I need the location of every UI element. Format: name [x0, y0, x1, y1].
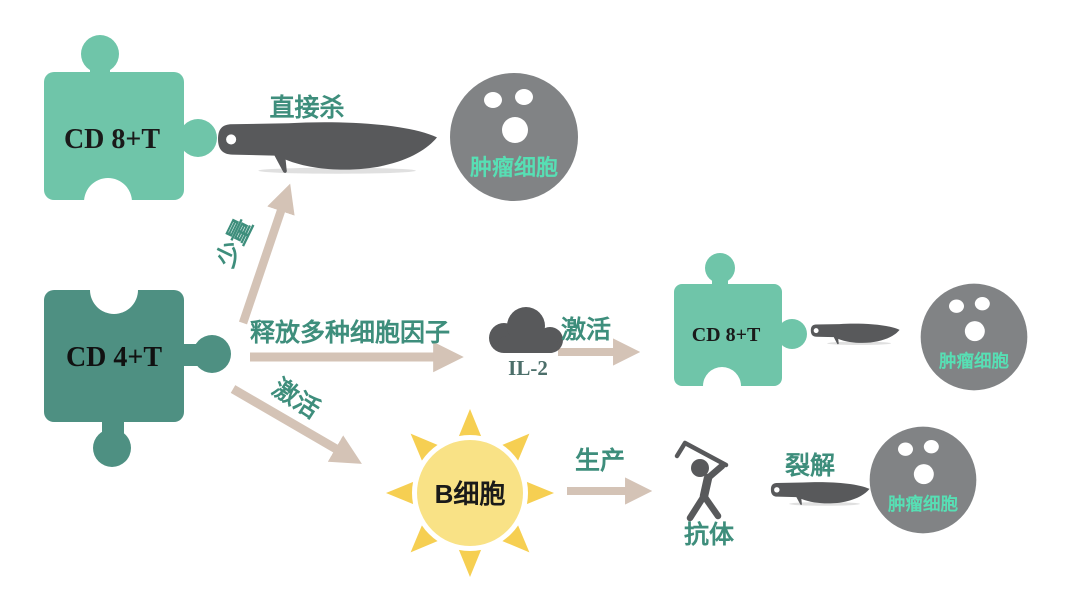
tumor-cell-right-label: 肿瘤细胞	[939, 351, 1009, 371]
cd8t-top-label: CD 8+T	[64, 124, 160, 155]
knife-icon-cd8t-right	[810, 323, 900, 345]
arrow-cd4t-to-bcell	[230, 385, 362, 464]
arrow-cd4t-to-directkill	[238, 183, 295, 325]
knife-icon-lysis	[770, 482, 870, 506]
antibody-golfer-icon	[674, 440, 729, 522]
cd8t-right-puzzle-icon: CD 8+T	[674, 253, 807, 394]
tumor-cell-top-icon: 肿瘤细胞	[450, 73, 578, 201]
bcell-label: B细胞	[435, 479, 506, 509]
il2-label: IL-2	[508, 356, 548, 380]
cd4t-label: CD 4+T	[66, 342, 162, 373]
knife-icon-direct-kill	[218, 122, 437, 174]
edge-label-release-cytokines: 释放多种细胞因子	[249, 319, 450, 347]
edge-label-produce: 生产	[574, 447, 625, 475]
cd8t-top-puzzle-icon: CD 8+T	[44, 35, 217, 226]
cd8t-right-label: CD 8+T	[692, 324, 761, 346]
edge-label-lysis: 裂解	[784, 452, 835, 480]
antibody-label: 抗体	[683, 521, 734, 549]
edge-label-direct-kill: 直接杀	[269, 94, 345, 122]
cd4t-puzzle-icon: CD 4+T	[44, 276, 231, 467]
il2-cloud-icon: IL-2	[489, 307, 563, 380]
tumor-cell-bottom-label: 肿瘤细胞	[888, 494, 958, 514]
tumor-cell-top-label: 肿瘤细胞	[470, 155, 558, 180]
edge-label-activate-cd8: 激活	[560, 316, 611, 344]
tumor-cell-right-icon: 肿瘤细胞	[920, 283, 1028, 391]
tumor-cell-bottom-icon: 肿瘤细胞	[869, 426, 977, 534]
bcell-sun-icon: B细胞	[386, 409, 554, 577]
